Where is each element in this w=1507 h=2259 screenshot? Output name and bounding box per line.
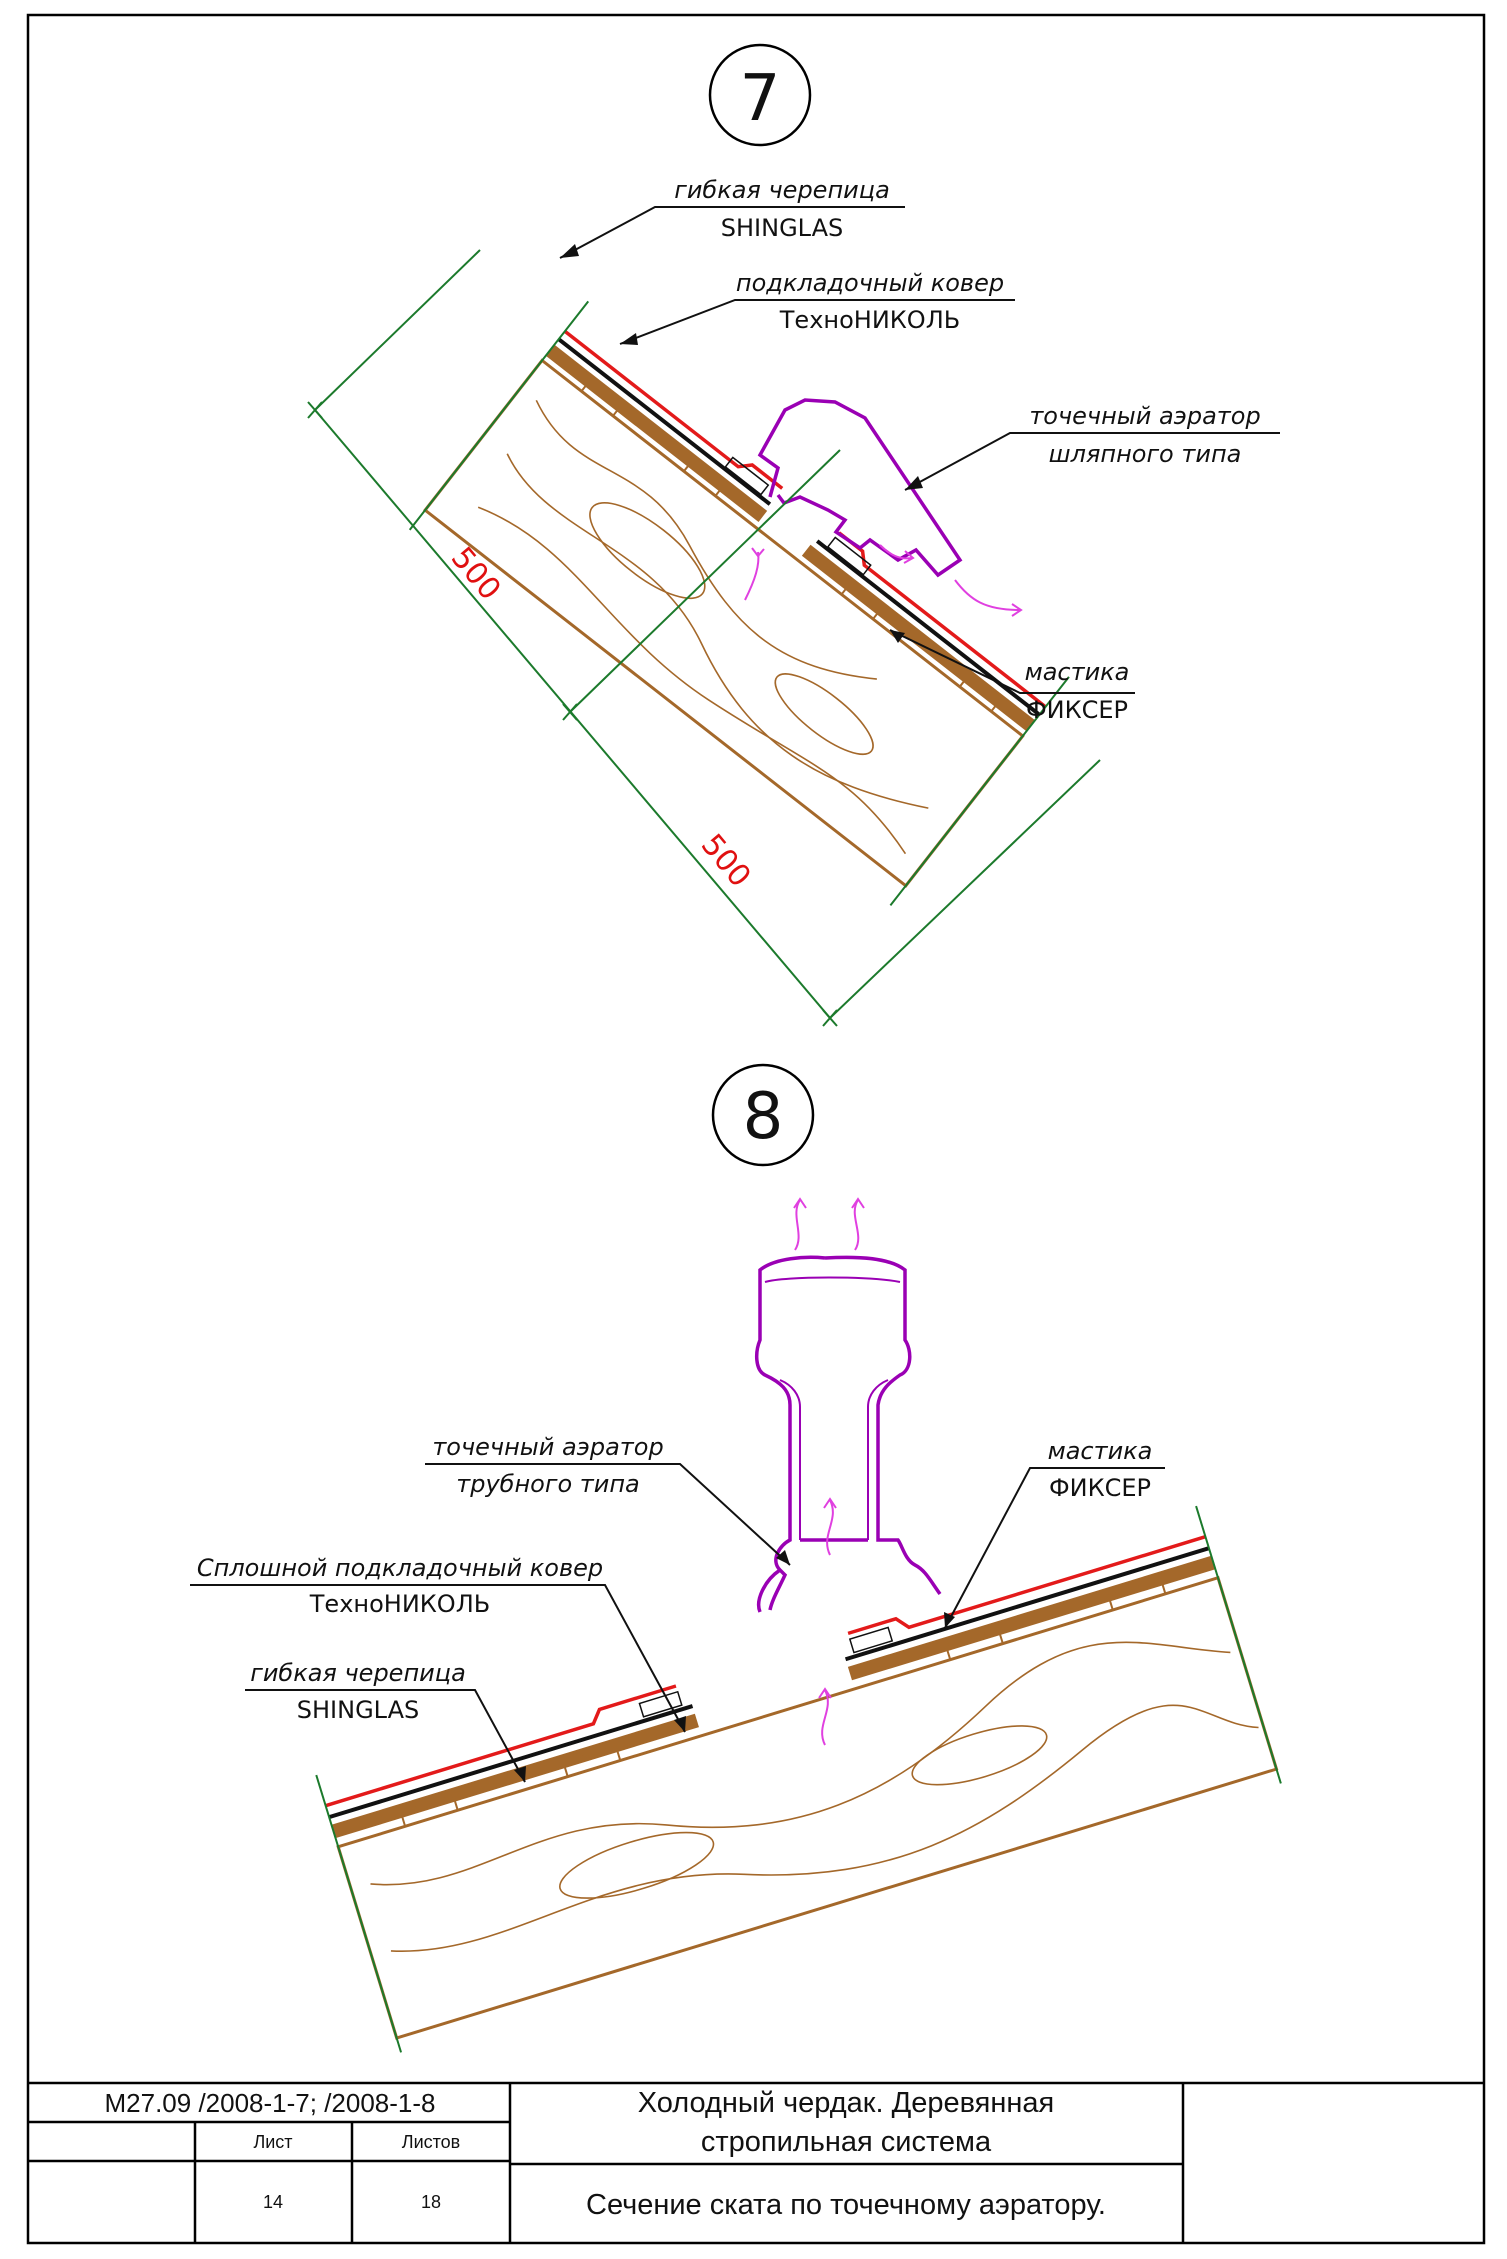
detail-7-hat-aerator: [757, 398, 963, 578]
detail-7-number: 7: [740, 62, 781, 136]
detail-7: 7: [307, 43, 1280, 1027]
detail-8-label-shingles-2: SHINGLAS: [297, 1696, 419, 1724]
detail-7-leaders: [559, 206, 1280, 694]
detail-8-pipe-inner: [764, 1276, 901, 1540]
detail-7-rafter: [408, 300, 1070, 907]
title-block-subtitle: Сечение ската по точечному аэратору.: [586, 2189, 1106, 2221]
detail-8-label-mastic-2: ФИКСЕР: [1049, 1474, 1151, 1502]
detail-8-pipe-aerator: [754, 1255, 942, 1613]
sheet-frame: [26, 13, 1486, 2245]
detail-8-label-underlay-2: ТехноНИКОЛЬ: [309, 1590, 490, 1618]
detail-8-leaders: [190, 1463, 1165, 1783]
detail-7-label-mastic-2: ФИКСЕР: [1026, 696, 1128, 724]
detail-8-number: 8: [743, 1080, 784, 1154]
detail-8-label-underlay-1: Сплошной подкладочный ковер: [197, 1554, 603, 1582]
detail-7-label-shingles-2: SHINGLAS: [721, 214, 843, 242]
title-block-sheet-label: Лист: [253, 2132, 292, 2152]
detail-7-label-mastic-1: мастика: [1025, 658, 1130, 686]
detail-7-arrowheads: [560, 244, 923, 643]
detail-8-airflow: [793, 1197, 865, 1746]
detail-7-label-underlay-2: ТехноНИКОЛЬ: [779, 306, 960, 334]
detail-7-number-circle: [708, 43, 812, 147]
detail-7-dim-1: 500: [444, 541, 508, 607]
detail-8-label-aerator-2: трубного типа: [456, 1470, 640, 1498]
detail-7-label-aerator-1: точечный аэратор: [1029, 402, 1260, 430]
detail-7-label-underlay-1: подкладочный ковер: [736, 269, 1004, 297]
detail-7-dim-2: 500: [694, 828, 758, 894]
detail-7-label-shingles-1: гибкая черепица: [674, 176, 890, 204]
title-block: [28, 2081, 1484, 2243]
detail-8-roof-slope: [315, 1505, 1282, 2053]
detail-7-airflow: [744, 544, 1023, 617]
detail-8-number-circle: [711, 1063, 815, 1167]
detail-7-label-aerator-2: шляпного типа: [1049, 440, 1242, 468]
title-block-title-line1: Холодный чердак. Деревянная: [638, 2087, 1055, 2119]
detail-7-dimensions: [307, 249, 1101, 1027]
detail-8-label-mastic-1: мастика: [1048, 1437, 1153, 1465]
detail-8-label-shingles-1: гибкая черепица: [250, 1659, 466, 1687]
title-block-sheet-number: 14: [263, 2192, 283, 2212]
detail-8: 8: [190, 1063, 1282, 2053]
title-block-sheets-label: Листов: [402, 2132, 460, 2152]
detail-8-arrowheads: [514, 1550, 955, 1782]
title-block-title-line2: стропильная система: [701, 2126, 992, 2158]
detail-8-label-aerator-1: точечный аэратор: [432, 1433, 663, 1461]
title-block-code: М27.09 /2008-1-7; /2008-1-8: [105, 2088, 436, 2118]
title-block-sheets-count: 18: [421, 2192, 441, 2212]
